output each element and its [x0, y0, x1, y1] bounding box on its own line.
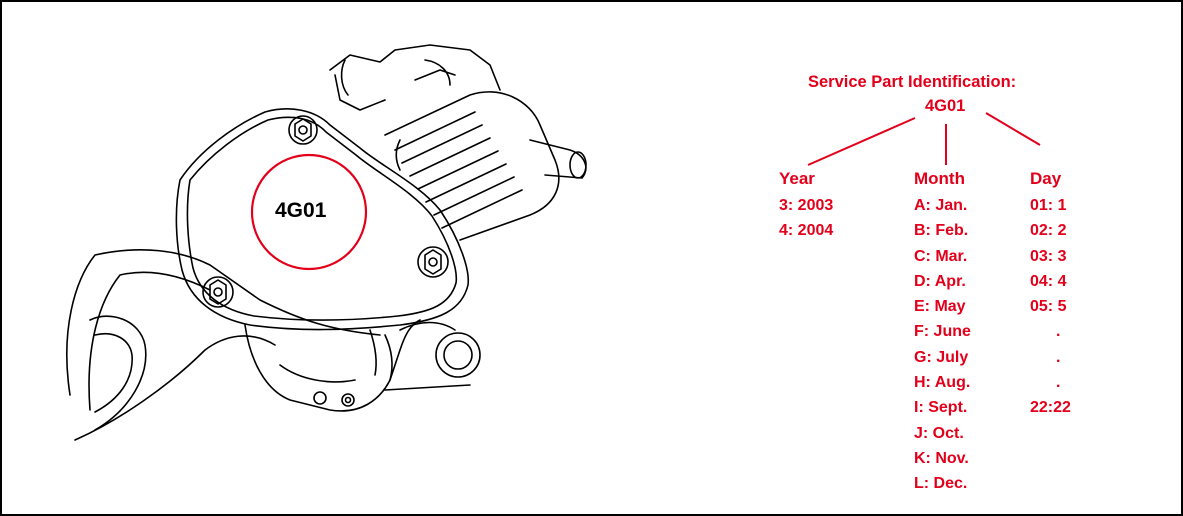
bolt-top — [288, 115, 318, 145]
day-item: . — [1056, 323, 1061, 341]
motor-housing — [384, 91, 560, 241]
mounting-arm-inner — [88, 271, 211, 411]
identification-circle — [250, 153, 368, 271]
day-heading: Day — [1030, 169, 1062, 188]
month-heading: Month — [914, 169, 965, 188]
cover-plate — [175, 108, 470, 331]
bolt-right — [417, 246, 449, 278]
month-item: D: Apr. — [914, 272, 966, 290]
day-item: 04: 4 — [1030, 272, 1067, 290]
lower-housing — [244, 319, 421, 412]
month-column: Month A: Jan. B: Feb. C: Mar. D: Apr. E:… — [914, 168, 971, 497]
day-leader-line — [985, 112, 1041, 146]
day-item: . — [1056, 374, 1061, 392]
month-item: K: Nov. — [914, 449, 969, 467]
year-item: 4: 2004 — [779, 222, 834, 240]
month-item: L: Dec. — [914, 475, 968, 493]
year-heading: Year — [779, 169, 815, 188]
part-marking-label: 4G01 — [275, 199, 327, 222]
electrical-connector — [329, 44, 501, 91]
month-item: B: Feb. — [914, 222, 969, 240]
month-item: C: Mar. — [914, 247, 968, 265]
month-item: J: Oct. — [914, 424, 964, 442]
day-column: Day 01: 1 02: 2 03: 3 04: 4 05: 5 . . . … — [1030, 168, 1071, 421]
month-item: G: July — [914, 348, 969, 366]
year-column: Year 3: 2003 4: 2004 — [779, 168, 833, 244]
month-item: E: May — [914, 298, 966, 316]
outlet-pipe — [529, 139, 587, 179]
day-item: 02: 2 — [1030, 222, 1067, 240]
day-item: 03: 3 — [1030, 247, 1067, 265]
year-item: 3: 2003 — [779, 197, 834, 214]
month-item: H: Aug. — [914, 374, 971, 392]
day-item: 05: 5 — [1030, 298, 1067, 316]
day-item: . — [1056, 348, 1061, 366]
mounting-arm — [66, 249, 381, 396]
service-part-title: Service Part Identification: — [808, 73, 1017, 91]
month-item: F: June — [914, 323, 971, 341]
day-item: 22:22 — [1030, 399, 1071, 417]
service-part-code: 4G01 — [925, 97, 966, 115]
month-item: I: Sept. — [914, 399, 968, 417]
month-item: A: Jan. — [914, 197, 968, 214]
day-item: 01: 1 — [1030, 197, 1067, 214]
bolt-left — [202, 276, 234, 308]
year-leader-line — [807, 117, 916, 166]
